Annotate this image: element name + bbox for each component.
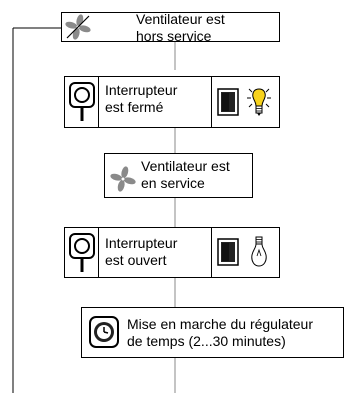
step-fan-on: Ventilateur est en service <box>104 153 253 198</box>
step-1-line-2: hors service <box>136 28 212 44</box>
step-5-line-2: de temps (2...30 minutes) <box>127 333 286 349</box>
switch-icon <box>69 233 95 272</box>
switch-bulb-panel <box>211 228 279 277</box>
step-2-line-1: Interrupteur <box>105 82 178 98</box>
timer-icon <box>89 316 119 348</box>
off-strike-line <box>66 15 90 39</box>
step-timer-start: Mise en marche du régulateur de temps (2… <box>81 307 344 358</box>
switch-bulb-panel <box>211 77 279 127</box>
step-fan-off: Ventilateur est hors service <box>61 11 280 44</box>
step-5-line-1: Mise en marche du régulateur <box>127 316 313 332</box>
step-4-line-2: est ouvert <box>105 252 167 268</box>
fan-icon <box>110 166 136 192</box>
switch-icon <box>69 82 95 121</box>
step-2-line-2: est fermé <box>105 99 164 115</box>
fan-icon <box>65 14 91 40</box>
wall-switch-icon <box>217 238 239 266</box>
step-4-line-1: Interrupteur <box>105 235 178 251</box>
step-switch-open: Interrupteur est ouvert <box>64 227 280 278</box>
unlit-bulb-icon <box>251 236 267 267</box>
step-3-line-2: en service <box>141 175 205 191</box>
lit-bulb-icon <box>247 88 271 116</box>
wall-switch-icon <box>217 88 239 116</box>
switch-symbol-open <box>65 228 99 277</box>
step-switch-closed: Interrupteur est fermé <box>64 76 280 128</box>
step-1-line-1: Ventilateur est <box>136 11 225 27</box>
switch-symbol-closed <box>65 77 99 127</box>
step-3-line-1: Ventilateur est <box>141 158 230 174</box>
